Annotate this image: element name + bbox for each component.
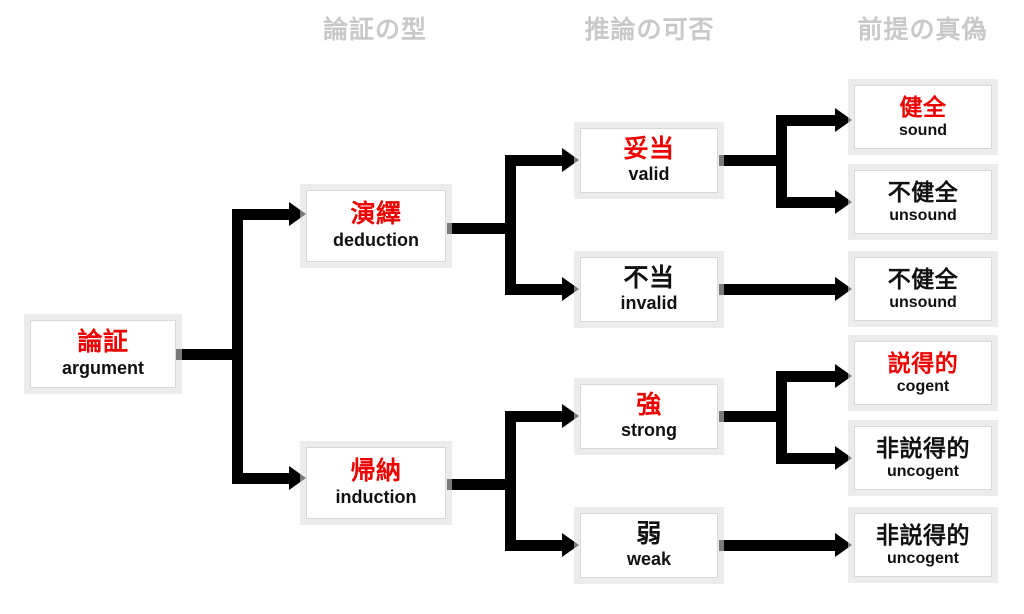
connector-induction-to-strong bbox=[505, 411, 567, 422]
node-strong-jp: 強 bbox=[636, 390, 662, 419]
node-uncogent-from-strong-jp: 非説得的 bbox=[876, 434, 970, 461]
connector-root-split-vertical bbox=[232, 209, 243, 484]
arrowhead-valid-to-sound bbox=[835, 108, 852, 132]
node-sound-jp: 健全 bbox=[899, 93, 947, 120]
arrowhead-valid-to-unsound bbox=[835, 190, 852, 214]
header-argument-type: 論証の型 bbox=[322, 16, 427, 44]
arrowhead-weak-to-uncogent bbox=[835, 533, 852, 557]
connector-invalid-to-unsound bbox=[719, 284, 840, 295]
node-deduction[interactable]: 演繹 deduction bbox=[306, 190, 446, 262]
node-argument-en: argument bbox=[61, 357, 144, 378]
connector-strong-to-uncogent bbox=[776, 453, 840, 464]
node-strong[interactable]: 強 strong bbox=[580, 384, 718, 449]
node-deduction-en: deduction bbox=[333, 229, 419, 250]
connector-root-stem bbox=[176, 349, 238, 360]
connector-deduction-split-vertical bbox=[505, 155, 516, 295]
connector-valid-split-vertical bbox=[776, 115, 787, 208]
node-valid-jp: 妥当 bbox=[623, 134, 675, 163]
node-invalid-jp: 不当 bbox=[623, 263, 675, 292]
arrowhead-induction-to-strong bbox=[562, 404, 579, 428]
node-valid-en: valid bbox=[628, 164, 670, 185]
connector-root-to-deduction bbox=[232, 209, 294, 220]
node-sound-en: sound bbox=[899, 121, 947, 139]
node-deduction-jp: 演繹 bbox=[350, 200, 402, 229]
node-invalid[interactable]: 不当 invalid bbox=[580, 257, 718, 322]
node-weak-en: weak bbox=[626, 549, 672, 570]
header-premise-truth: 前提の真偽 bbox=[857, 16, 988, 44]
node-induction[interactable]: 帰納 induction bbox=[306, 447, 446, 519]
arrowhead-root-to-induction bbox=[289, 466, 306, 490]
arrowhead-deduction-to-valid bbox=[562, 148, 579, 172]
node-uncogent-from-weak-en: uncogent bbox=[887, 549, 959, 567]
node-valid[interactable]: 妥当 valid bbox=[580, 128, 718, 193]
node-unsound-from-valid[interactable]: 不健全 unsound bbox=[854, 170, 992, 234]
node-weak-jp: 弱 bbox=[636, 519, 662, 548]
node-uncogent-from-strong-en: uncogent bbox=[887, 462, 959, 480]
node-cogent-en: cogent bbox=[896, 377, 950, 395]
connector-root-to-induction bbox=[232, 473, 294, 484]
node-argument[interactable]: 論証 argument bbox=[30, 320, 176, 388]
arrowhead-induction-to-weak bbox=[562, 533, 579, 557]
arrowhead-strong-to-uncogent bbox=[835, 446, 852, 470]
node-weak[interactable]: 弱 weak bbox=[580, 513, 718, 578]
connector-induction-stem bbox=[447, 479, 510, 490]
connector-deduction-to-valid bbox=[505, 155, 567, 166]
connector-induction-split-vertical bbox=[505, 411, 516, 551]
node-unsound-from-invalid-en: unsound bbox=[889, 293, 957, 311]
node-induction-en: induction bbox=[335, 486, 417, 507]
connector-strong-to-cogent bbox=[776, 371, 840, 382]
node-uncogent-from-weak-jp: 非説得的 bbox=[876, 521, 970, 548]
node-argument-jp: 論証 bbox=[77, 328, 129, 357]
node-induction-jp: 帰納 bbox=[350, 457, 402, 486]
connector-deduction-to-invalid bbox=[505, 284, 567, 295]
node-uncogent-from-strong[interactable]: 非説得的 uncogent bbox=[854, 426, 992, 490]
connector-deduction-stem bbox=[447, 223, 510, 234]
node-unsound-from-valid-en: unsound bbox=[889, 206, 957, 224]
node-unsound-from-valid-jp: 不健全 bbox=[887, 178, 959, 205]
connector-valid-stem bbox=[719, 155, 781, 166]
node-cogent-jp: 説得的 bbox=[887, 349, 959, 376]
arrowhead-root-to-deduction bbox=[289, 202, 306, 226]
connector-valid-to-unsound bbox=[776, 197, 840, 208]
node-unsound-from-invalid[interactable]: 不健全 unsound bbox=[854, 257, 992, 321]
connector-valid-to-sound bbox=[776, 115, 840, 126]
node-strong-en: strong bbox=[621, 420, 677, 441]
connector-strong-stem bbox=[719, 411, 781, 422]
node-uncogent-from-weak[interactable]: 非説得的 uncogent bbox=[854, 513, 992, 577]
node-unsound-from-invalid-jp: 不健全 bbox=[887, 265, 959, 292]
arrowhead-invalid-to-unsound bbox=[835, 277, 852, 301]
arrowhead-strong-to-cogent bbox=[835, 364, 852, 388]
header-inference-validity: 推論の可否 bbox=[584, 16, 715, 44]
connector-weak-to-uncogent bbox=[719, 540, 840, 551]
node-sound[interactable]: 健全 sound bbox=[854, 85, 992, 149]
node-invalid-en: invalid bbox=[620, 293, 678, 314]
arrowhead-deduction-to-invalid bbox=[562, 277, 579, 301]
connector-strong-split-vertical bbox=[776, 371, 787, 464]
node-cogent[interactable]: 説得的 cogent bbox=[854, 341, 992, 405]
connector-induction-to-weak bbox=[505, 540, 567, 551]
